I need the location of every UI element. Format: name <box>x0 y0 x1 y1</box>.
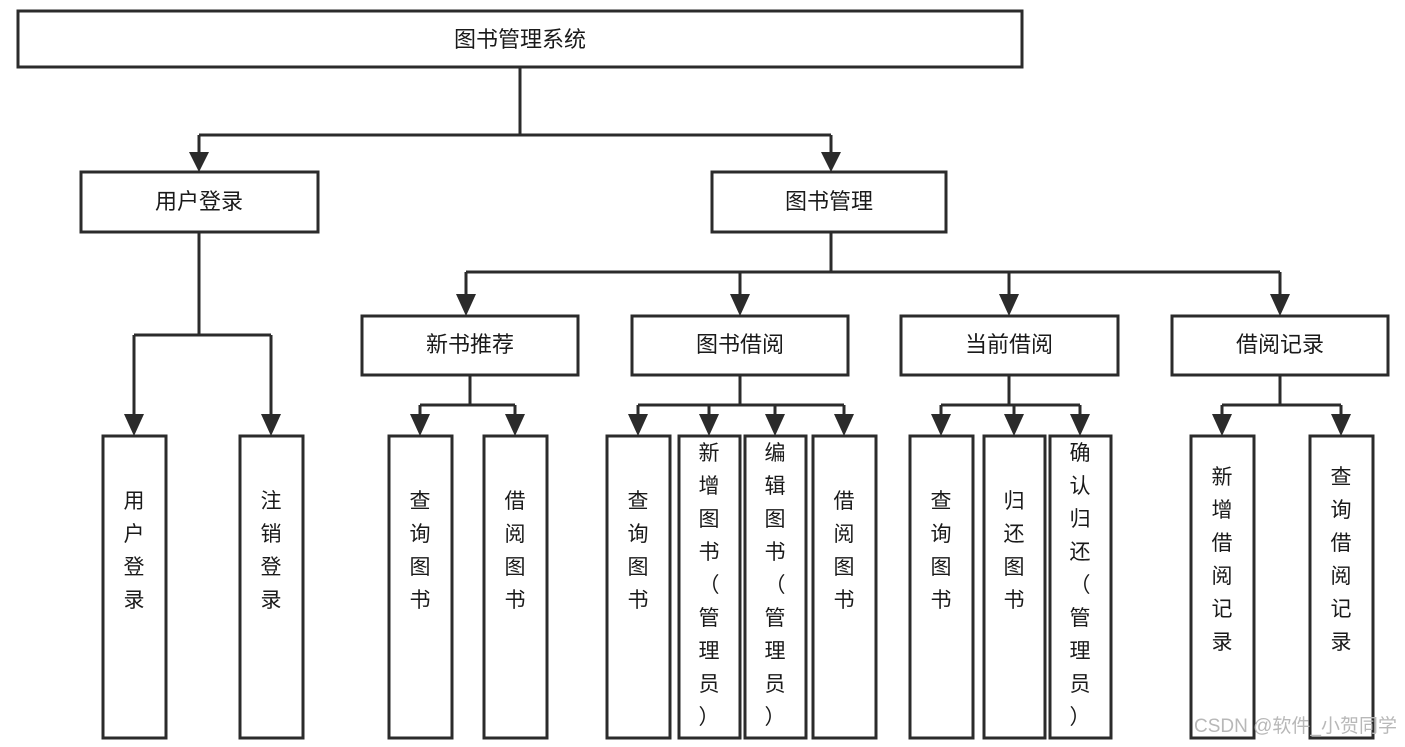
connector-root-to-level2 <box>189 67 841 172</box>
node-leaf8-box[interactable] <box>811 434 878 740</box>
node-current-label: 当前借阅 <box>965 332 1053 357</box>
node-leaf1-box[interactable] <box>101 434 168 740</box>
node-leaf9[interactable]: 查询图书 <box>908 434 975 740</box>
node-leaf2-label: 注销登录 <box>261 490 282 612</box>
node-root[interactable]: 图书管理系统 <box>16 9 1024 69</box>
node-leaf7[interactable]: 编辑图书（管理员） <box>743 434 808 740</box>
node-current-box[interactable] <box>899 314 1120 377</box>
connector-newbook-to-leaves <box>410 375 525 436</box>
node-leaf10-box[interactable] <box>982 434 1047 740</box>
node-leaf12-label: 新增借阅记录 <box>1212 466 1233 654</box>
node-bookmgmt-label: 图书管理 <box>785 189 873 214</box>
node-leaf13-label: 查询借阅记录 <box>1331 466 1352 654</box>
node-current[interactable]: 当前借阅 <box>899 314 1120 377</box>
node-leaf4-label: 借阅图书 <box>505 490 526 612</box>
node-leaf5-label: 查询图书 <box>628 490 649 612</box>
node-leaf4-box[interactable] <box>482 434 549 740</box>
node-login[interactable]: 用户登录 <box>79 170 320 234</box>
node-borrow-label: 图书借阅 <box>696 332 784 357</box>
node-borrow[interactable]: 图书借阅 <box>630 314 850 377</box>
node-login-box[interactable] <box>79 170 320 234</box>
node-leaf12[interactable]: 新增借阅记录 <box>1189 434 1256 740</box>
node-root-label: 图书管理系统 <box>454 27 586 52</box>
node-leaf5-box[interactable] <box>605 434 672 740</box>
node-leaf11-box[interactable] <box>1048 434 1113 740</box>
node-login-label: 用户登录 <box>155 189 243 214</box>
node-leaf3-label: 查询图书 <box>410 490 431 612</box>
connector-layer <box>124 67 1351 436</box>
node-leaf8-label: 借阅图书 <box>834 490 855 612</box>
node-records-box[interactable] <box>1170 314 1390 377</box>
node-leaf7-label: 编辑图书（管理员） <box>765 442 786 729</box>
node-leaf1-label: 用户登录 <box>124 490 145 612</box>
node-leaf2-box[interactable] <box>238 434 305 740</box>
node-leaf6-box[interactable] <box>677 434 742 740</box>
node-leaf6-label: 新增图书（管理员） <box>699 442 720 729</box>
connector-records-to-leaves <box>1212 375 1351 436</box>
node-leaf7-box[interactable] <box>743 434 808 740</box>
connector-current-to-leaves <box>931 375 1090 436</box>
node-leaf9-label: 查询图书 <box>931 490 952 612</box>
watermark-label: CSDN @软件_小贺同学 <box>1194 715 1397 737</box>
node-newbook[interactable]: 新书推荐 <box>360 314 580 377</box>
node-records-label: 借阅记录 <box>1236 332 1324 357</box>
node-leaf8[interactable]: 借阅图书 <box>811 434 878 740</box>
node-bookmgmt[interactable]: 图书管理 <box>710 170 948 234</box>
leaf-nodes-layer: 用户登录 注销登录 查询图书 借阅图书 查询图书 新增图书（管理员） <box>101 434 1375 740</box>
node-leaf6[interactable]: 新增图书（管理员） <box>677 434 742 740</box>
node-bookmgmt-box[interactable] <box>710 170 948 234</box>
node-leaf5[interactable]: 查询图书 <box>605 434 672 740</box>
node-records[interactable]: 借阅记录 <box>1170 314 1390 377</box>
node-borrow-box[interactable] <box>630 314 850 377</box>
node-leaf10-label: 归还图书 <box>1004 490 1025 612</box>
connector-borrow-to-leaves <box>628 375 854 436</box>
node-leaf13[interactable]: 查询借阅记录 <box>1308 434 1375 740</box>
node-leaf12-box[interactable] <box>1189 434 1256 740</box>
node-leaf2[interactable]: 注销登录 <box>238 434 305 740</box>
connector-login-to-leaves <box>124 232 281 436</box>
node-root-box[interactable] <box>16 9 1024 69</box>
node-newbook-label: 新书推荐 <box>426 332 514 357</box>
node-leaf3-box[interactable] <box>387 434 454 740</box>
node-leaf11[interactable]: 确认归还（管理员） <box>1048 434 1113 740</box>
node-leaf10[interactable]: 归还图书 <box>982 434 1047 740</box>
node-leaf13-box[interactable] <box>1308 434 1375 740</box>
node-leaf3[interactable]: 查询图书 <box>387 434 454 740</box>
node-newbook-box[interactable] <box>360 314 580 377</box>
node-leaf11-label: 确认归还（管理员） <box>1070 442 1091 729</box>
node-leaf4[interactable]: 借阅图书 <box>482 434 549 740</box>
connector-bookmgmt-to-level3 <box>456 232 1290 316</box>
node-leaf9-box[interactable] <box>908 434 975 740</box>
node-leaf1[interactable]: 用户登录 <box>101 434 168 740</box>
